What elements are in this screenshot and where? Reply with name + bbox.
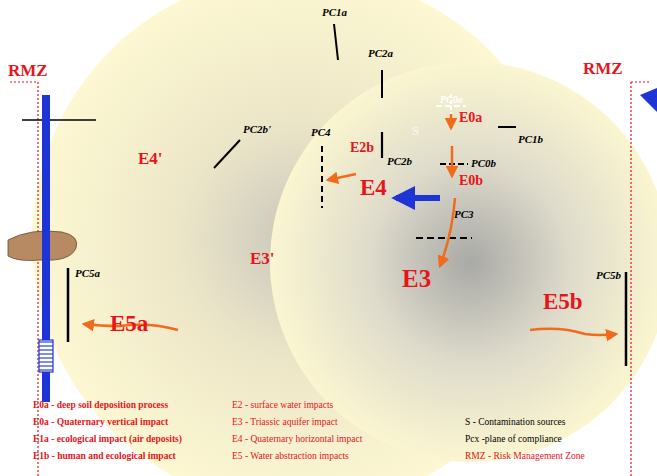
- impact-label: E5b: [543, 290, 583, 314]
- key-entry: E5 - Water abstraction impacts: [232, 452, 349, 462]
- key-entry: E0a - Quaternary vertical impact: [33, 418, 168, 428]
- impact-label: E4': [138, 150, 163, 168]
- zone-label: RMZ: [583, 60, 623, 78]
- impact-label: E0a: [459, 111, 482, 126]
- compliance-plane-label: PC2b: [387, 156, 412, 168]
- source-label: S: [412, 124, 419, 138]
- key-entry: Pcx -plane of compliance: [465, 435, 562, 445]
- compliance-plane-label: PC0b: [471, 158, 496, 170]
- zone-label: RMZ: [8, 62, 48, 80]
- compliance-plane-label: PC4: [311, 127, 331, 139]
- compliance-plane-label: PC2b': [243, 124, 271, 136]
- compliance-plane-label: PC1a: [322, 7, 347, 19]
- key-entry: E1b - human and ecological impact: [33, 452, 176, 462]
- compliance-plane-label: PC3: [454, 209, 474, 221]
- key-entry: S - Contamination sources: [465, 418, 566, 428]
- key-entry: E2 - surface water impacts: [232, 401, 333, 411]
- key-entry: RMZ - Risk Management Zone: [465, 452, 585, 462]
- impact-label: E3: [402, 266, 431, 292]
- compliance-plane-label: PC2a: [368, 48, 393, 60]
- impact-label: E4: [360, 176, 387, 200]
- compliance-plane-label: PC1b: [518, 134, 543, 146]
- impact-label: E0b: [459, 174, 483, 189]
- impact-label: E3': [250, 250, 275, 268]
- key-entry: E3 - Triassic aquifer impact: [232, 418, 338, 428]
- compliance-plane-label: PC5b: [596, 270, 621, 282]
- impact-label: E2b: [350, 141, 374, 156]
- key-entry: E4 - Quaternary horizontal impact: [232, 435, 362, 445]
- compliance-plane-label: PC5a: [75, 268, 100, 280]
- impact-label: E5a: [110, 312, 148, 336]
- compliance-plane-label: PC0a: [440, 95, 463, 106]
- key-entry: E1a - ecological impact (air deposits): [33, 435, 182, 445]
- key-entry: E0a - deep soil deposition process: [33, 401, 168, 411]
